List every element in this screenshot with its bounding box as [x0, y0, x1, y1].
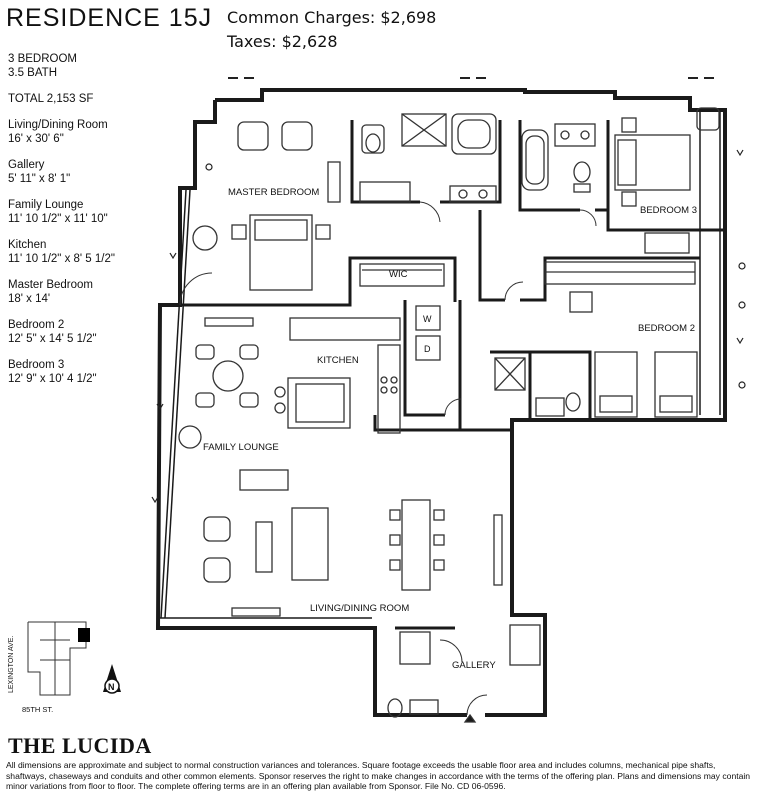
specs-list: 3 BEDROOM 3.5 BATH TOTAL 2,153 SF Living… — [8, 52, 168, 386]
walk-in-closet — [359, 263, 445, 287]
room-name: Bedroom 3 — [8, 359, 65, 371]
key-plan: LEXINGTON AVE. 85TH ST. — [8, 621, 90, 714]
bath-3-fixtures — [494, 357, 581, 417]
living-dining-furniture — [203, 469, 503, 617]
north-arrow-icon: N — [103, 664, 121, 694]
label-wic: WIC — [389, 269, 408, 280]
room-name: Kitchen — [8, 239, 47, 251]
room-size: 11' 10 1/2" x 8' 5 1/2" — [8, 253, 115, 265]
master-bath-fixtures — [359, 113, 497, 203]
room-size: 5' 11" x 8' 1" — [8, 173, 71, 185]
washer-dryer — [415, 305, 441, 361]
door-swings — [179, 201, 597, 716]
label-gallery: GALLERY — [452, 660, 496, 671]
room-name: Living/Dining Room — [8, 119, 108, 131]
exterior-walls — [155, 88, 727, 717]
dining-round-table — [178, 344, 259, 449]
label-bedroom-3: BEDROOM 3 — [640, 205, 697, 216]
window-ticks — [151, 149, 744, 504]
window-wall — [160, 112, 721, 619]
label-kitchen: KITCHEN — [317, 355, 359, 366]
charges-block: Common Charges: $2,698 Taxes: $2,628 — [227, 6, 436, 54]
common-charges: Common Charges: $2,698 — [227, 8, 437, 27]
label-bedroom-2: BEDROOM 2 — [638, 323, 695, 334]
room-name: Family Lounge — [8, 199, 84, 211]
bedroom-2-furniture — [544, 261, 698, 418]
label-dryer: D — [424, 344, 431, 354]
room-size: 12' 9" x 10' 4 1/2" — [8, 373, 97, 385]
column-markers — [205, 163, 746, 389]
legal-disclaimer: All dimensions are approximate and subje… — [6, 760, 751, 792]
room-name: Gallery — [8, 159, 45, 171]
keyplan-avenue: LEXINGTON AVE. — [8, 636, 15, 693]
gallery-fixtures — [387, 624, 541, 723]
brand-logo-text: THE LUCIDA — [8, 733, 152, 758]
north-label: N — [108, 682, 115, 692]
kitchen-fixtures — [204, 317, 401, 434]
total-area: TOTAL 2,153 SF — [8, 93, 94, 105]
bath-2-fixtures — [521, 123, 596, 193]
bath-count: 3.5 BATH — [8, 67, 57, 79]
taxes: Taxes: $2,628 — [227, 32, 338, 51]
unit-highlight — [78, 628, 90, 642]
room-name: Master Bedroom — [8, 279, 94, 291]
bedroom-3-furniture — [614, 107, 720, 254]
label-master-bedroom: MASTER BEDROOM — [228, 187, 319, 198]
keyplan-street: 85TH ST. — [22, 705, 53, 714]
label-family-lounge: FAMILY LOUNGE — [203, 442, 279, 453]
label-washer: W — [423, 314, 432, 324]
room-size: 12' 5" x 14' 5 1/2" — [8, 333, 97, 345]
room-name: Bedroom 2 — [8, 319, 65, 331]
label-living-dining: LIVING/DINING ROOM — [310, 603, 409, 614]
master-bedroom-furniture — [192, 121, 341, 291]
bedroom-count: 3 BEDROOM — [8, 53, 78, 65]
room-size: 11' 10 1/2" x 11' 10" — [8, 213, 108, 225]
room-size: 18' x 14' — [8, 293, 51, 305]
residence-title: RESIDENCE 15J — [6, 4, 213, 32]
room-size: 16' x 30' 6" — [8, 133, 64, 145]
